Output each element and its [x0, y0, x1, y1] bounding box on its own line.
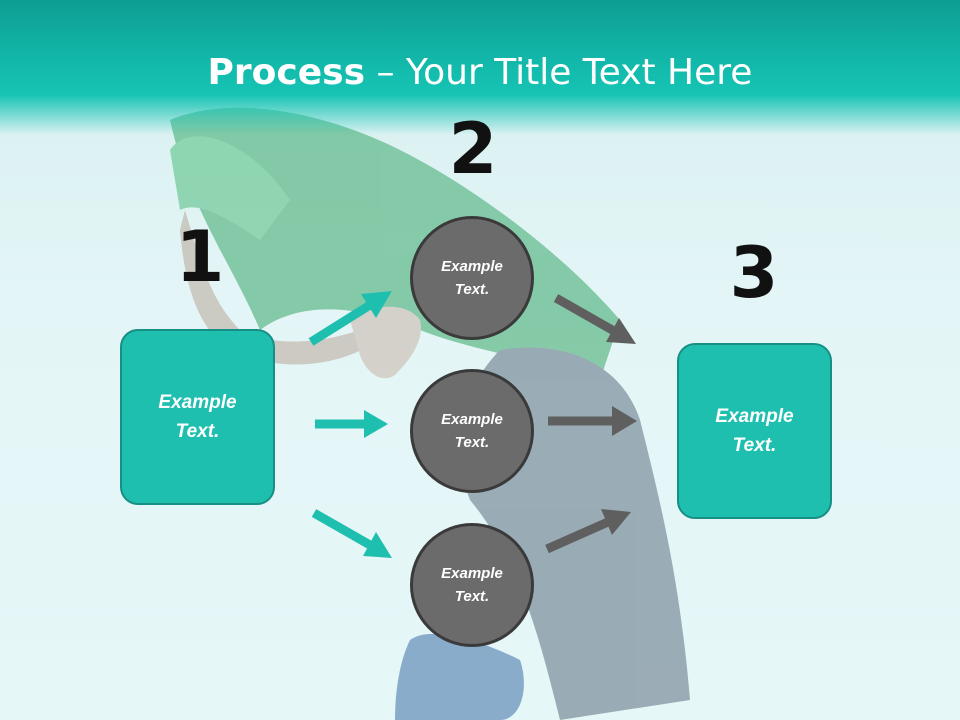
header-band — [0, 0, 960, 135]
step-number-3: 3 — [729, 232, 779, 314]
step-2-circle-3: Example Text. — [410, 523, 534, 647]
arrow-to-circle-3 — [311, 509, 392, 558]
slide-title: Process – Your Title Text Here — [0, 52, 960, 93]
title-strong: Process — [207, 52, 366, 93]
step-number-1: 1 — [175, 216, 225, 298]
arrow-from-circle-2 — [548, 406, 637, 436]
step-3-text: Example Text. — [715, 406, 794, 456]
title-rest: – Your Title Text Here — [365, 52, 753, 93]
circle-3-text: Example Text. — [441, 565, 503, 605]
arrow-to-circle-2 — [315, 410, 388, 438]
circle-2-text: Example Text. — [441, 411, 503, 451]
step-2-circle-1: Example Text. — [410, 216, 534, 340]
step-1-text: Example Text. — [158, 392, 237, 442]
step-3-box: Example Text. — [677, 343, 832, 519]
step-number-2: 2 — [448, 108, 498, 190]
arrow-from-circle-1 — [553, 294, 636, 344]
arrow-to-circle-1 — [308, 291, 392, 346]
arrow-from-circle-3 — [545, 509, 631, 554]
circle-1-text: Example Text. — [441, 258, 503, 298]
step-2-circle-2: Example Text. — [410, 369, 534, 493]
step-1-box: Example Text. — [120, 329, 275, 505]
